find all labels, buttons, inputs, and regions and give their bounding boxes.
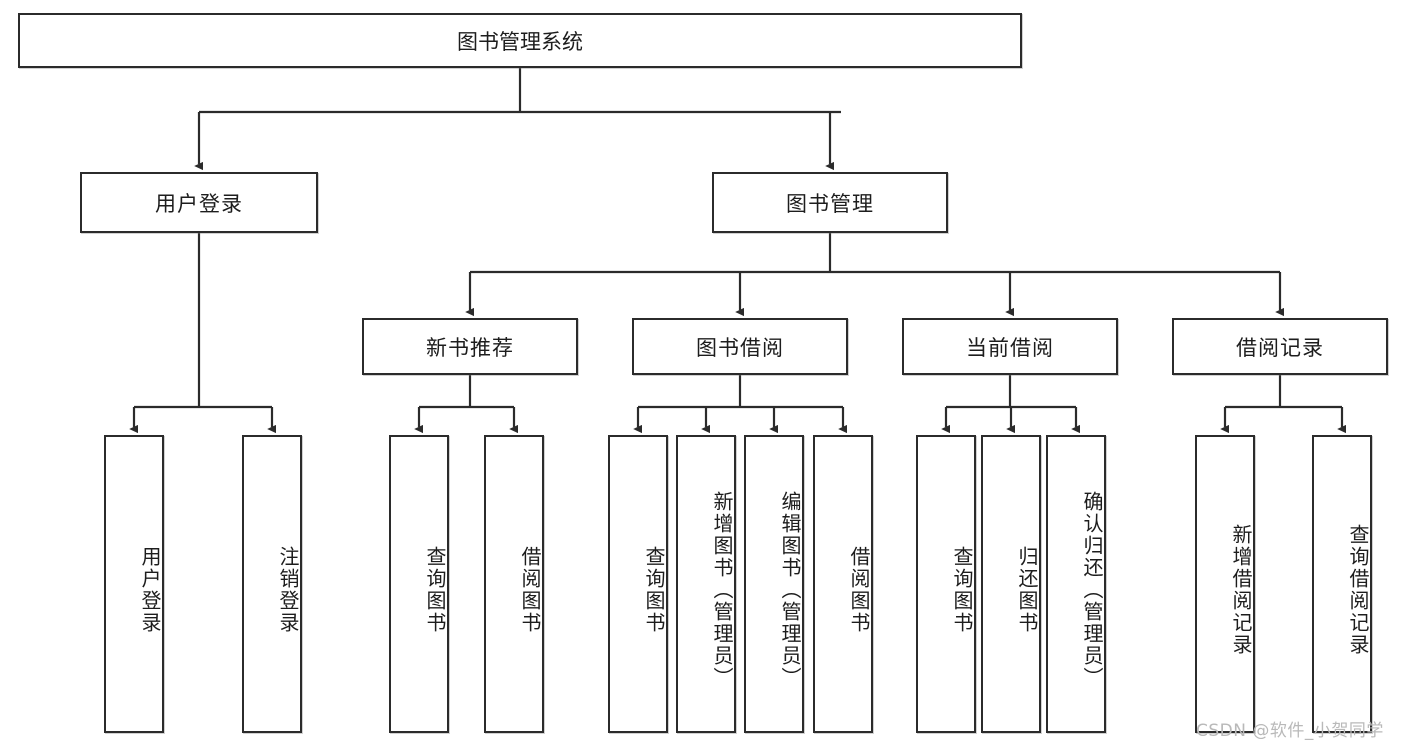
node-new-book-recommend-label: 新书推荐	[426, 335, 514, 360]
node-leaf-return-book-label: 归还图书	[1015, 546, 1039, 634]
node-root-label: 图书管理系统	[457, 29, 583, 54]
node-leaf-add-book[interactable]: 新增图书（管理员）	[676, 435, 736, 733]
node-leaf-logout-label: 注销登录	[276, 546, 300, 634]
node-borrow-record-label: 借阅记录	[1236, 335, 1324, 360]
node-leaf-query-record-label: 查询借阅记录	[1346, 524, 1370, 656]
node-borrow-record[interactable]: 借阅记录	[1172, 318, 1388, 375]
node-leaf-borrow-book-2-label: 借阅图书	[847, 546, 871, 634]
node-leaf-logout[interactable]: 注销登录	[242, 435, 302, 733]
node-leaf-add-record[interactable]: 新增借阅记录	[1195, 435, 1255, 733]
node-leaf-return-book[interactable]: 归还图书	[981, 435, 1041, 733]
node-leaf-confirm-return-label: 确认归还（管理员）	[1080, 491, 1104, 689]
watermark-label: CSDN @软件_小贺同学	[1196, 721, 1384, 741]
node-leaf-borrow-book-2[interactable]: 借阅图书	[813, 435, 873, 733]
node-book-borrow-label: 图书借阅	[696, 335, 784, 360]
node-leaf-query-book-2-label: 查询图书	[642, 546, 666, 634]
node-leaf-add-book-label: 新增图书（管理员）	[710, 491, 734, 689]
node-leaf-query-book-3-label: 查询图书	[950, 546, 974, 634]
node-leaf-edit-book-label: 编辑图书（管理员）	[778, 491, 802, 689]
node-leaf-borrow-book-1[interactable]: 借阅图书	[484, 435, 544, 733]
node-leaf-query-book-2[interactable]: 查询图书	[608, 435, 668, 733]
node-user-login[interactable]: 用户登录	[80, 172, 318, 233]
node-leaf-query-book-1[interactable]: 查询图书	[389, 435, 449, 733]
node-leaf-edit-book[interactable]: 编辑图书（管理员）	[744, 435, 804, 733]
node-user-login-label: 用户登录	[155, 191, 243, 216]
node-new-book-recommend[interactable]: 新书推荐	[362, 318, 578, 375]
node-book-borrow[interactable]: 图书借阅	[632, 318, 848, 375]
node-book-manage[interactable]: 图书管理	[712, 172, 948, 233]
node-leaf-query-book-1-label: 查询图书	[423, 546, 447, 634]
node-current-borrow-label: 当前借阅	[966, 335, 1054, 360]
node-leaf-borrow-book-1-label: 借阅图书	[518, 546, 542, 634]
node-root[interactable]: 图书管理系统	[18, 13, 1022, 68]
node-leaf-query-record[interactable]: 查询借阅记录	[1312, 435, 1372, 733]
node-book-manage-label: 图书管理	[786, 191, 874, 216]
node-current-borrow[interactable]: 当前借阅	[902, 318, 1118, 375]
node-leaf-confirm-return[interactable]: 确认归还（管理员）	[1046, 435, 1106, 733]
node-leaf-query-book-3[interactable]: 查询图书	[916, 435, 976, 733]
node-leaf-user-login[interactable]: 用户登录	[104, 435, 164, 733]
node-leaf-add-record-label: 新增借阅记录	[1229, 524, 1253, 656]
node-leaf-user-login-label: 用户登录	[138, 546, 162, 634]
